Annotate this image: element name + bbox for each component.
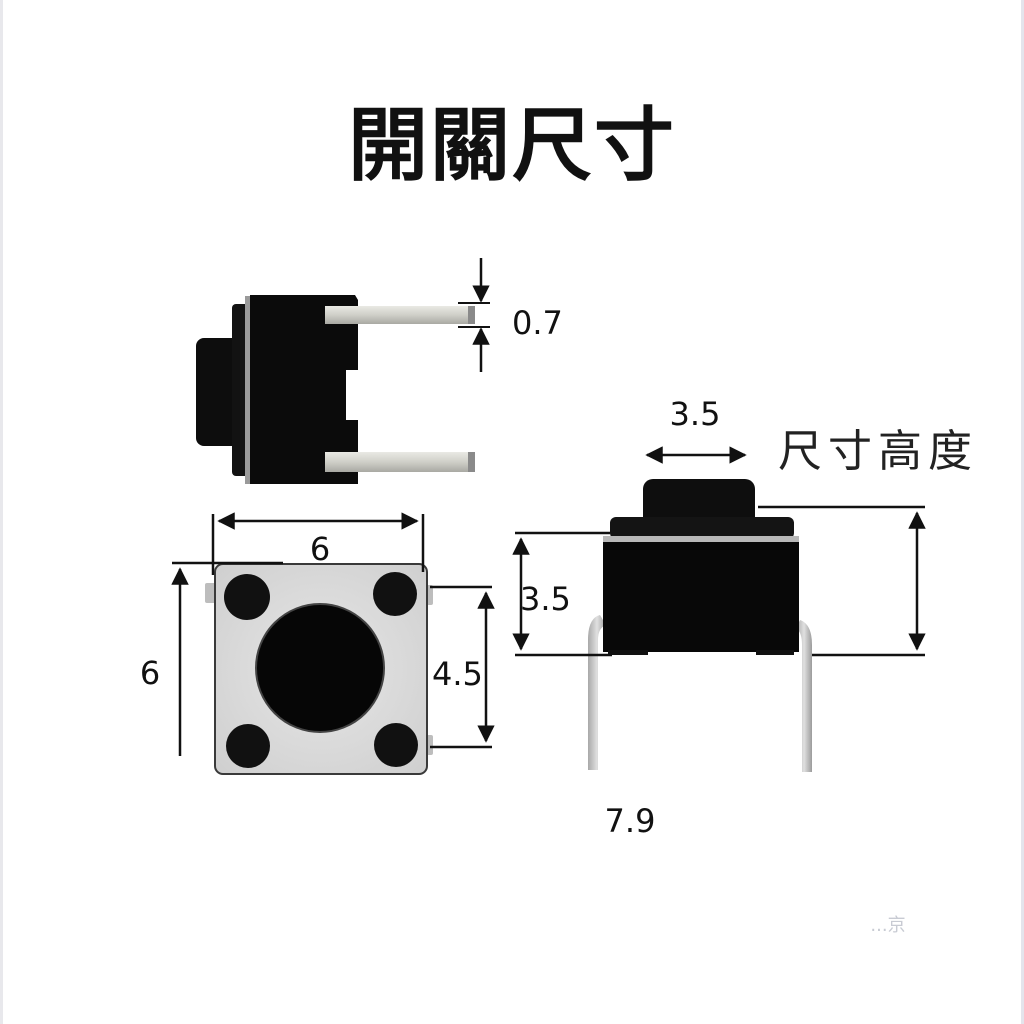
width-dimension: 6: [211, 512, 425, 575]
pin-spacing-label: 4.5: [432, 655, 483, 693]
plunger-top: [255, 603, 385, 733]
height-note-label: 尺寸高度: [778, 426, 978, 477]
corner-dot: [374, 723, 418, 767]
height-label: 6: [140, 654, 160, 692]
pin-thickness-dimension: 0.7: [458, 258, 563, 372]
corner-dot: [373, 572, 417, 616]
diagram-title: 開關尺寸: [348, 99, 676, 192]
overall-height-dimension: [758, 505, 926, 657]
switch-front-view: [588, 479, 812, 772]
button-width-dimension: 3.5: [645, 395, 747, 464]
pin-thickness-label: 0.7: [512, 304, 563, 342]
leg-right: [796, 620, 812, 772]
watermark: ...京: [870, 915, 905, 936]
body-height-label: 3.5: [520, 580, 571, 618]
button-width-label: 3.5: [670, 395, 721, 433]
switch-top-view: [205, 563, 433, 775]
corner-dot: [224, 574, 270, 620]
plunger-side: [196, 338, 240, 446]
pin-bottom: [325, 452, 475, 472]
corner-dot: [226, 724, 270, 768]
switch-body-side: [250, 295, 358, 484]
pin-spacing-dimension: 4.5: [430, 585, 495, 749]
switch-side-view: [196, 295, 475, 484]
pin-top: [325, 306, 475, 324]
height-dimension: 6: [140, 561, 283, 756]
switch-body-front: [603, 542, 799, 652]
pin-pitch-label: 7.9: [605, 802, 656, 840]
body-height-dimension: 3.5: [512, 531, 612, 657]
width-label: 6: [310, 530, 330, 568]
